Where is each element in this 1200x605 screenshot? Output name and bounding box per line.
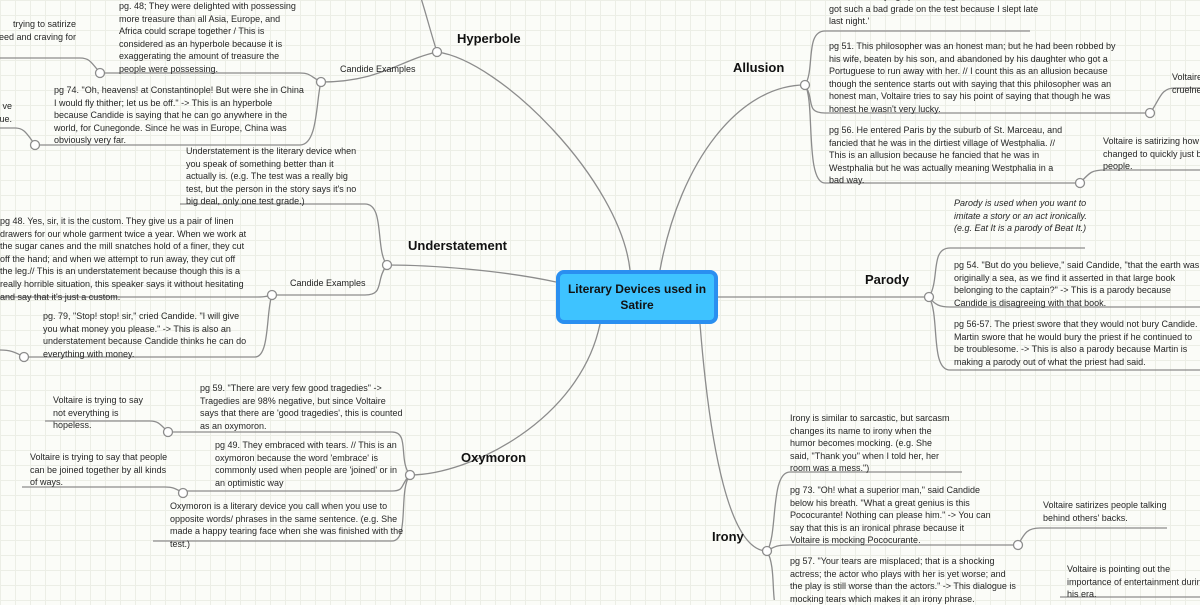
central-topic-label: Literary Devices used in Satire xyxy=(567,282,707,312)
irony-definition[interactable]: Irony is similar to sarcastic, but sarca… xyxy=(790,413,950,474)
hyperbole-example-1[interactable]: pg. 48; They were delighted with possess… xyxy=(119,1,296,74)
central-topic-node[interactable]: Literary Devices used in Satire xyxy=(556,270,718,324)
understatement-example-2[interactable]: pg. 79, "Stop! stop! sir," cried Candide… xyxy=(43,311,247,359)
parody-definition[interactable]: Parody is used when you want to imitate … xyxy=(954,198,1087,234)
hyperbole-candide-examples[interactable]: Candide Examples xyxy=(340,64,416,74)
understatement-definition[interactable]: Understatement is the literary device wh… xyxy=(186,146,357,207)
allusion-example-1[interactable]: pg 51. This philosopher was an honest ma… xyxy=(829,41,1116,114)
allusion-example-1-note[interactable]: Voltaire cruelne xyxy=(1172,72,1200,95)
understatement-candide-examples[interactable]: Candide Examples xyxy=(290,278,366,288)
oxymoron-example-2-note[interactable]: Voltaire is trying to say that people ca… xyxy=(30,452,168,488)
irony-example-1[interactable]: pg 73. "Oh! what a superior man," said C… xyxy=(790,485,991,546)
oxymoron-example-1-note[interactable]: Voltaire is trying to say not everything… xyxy=(53,395,144,431)
branch-allusion[interactable]: Allusion xyxy=(733,60,785,75)
oxymoron-example-2[interactable]: pg 49. They embraced with tears. // This… xyxy=(215,440,398,488)
branch-irony[interactable]: Irony xyxy=(712,529,744,544)
oxymoron-definition[interactable]: Oxymoron is a literary device you call w… xyxy=(170,501,404,549)
oxymoron-example-1[interactable]: pg 59. "There are very few good tragedie… xyxy=(200,383,403,431)
branch-parody[interactable]: Parody xyxy=(865,272,910,287)
understatement-example-1[interactable]: pg 48. Yes, sir, it is the custom. They … xyxy=(0,216,247,302)
allusion-definition[interactable]: allusion of staying up late isn't good, … xyxy=(829,0,1039,27)
branch-understatement[interactable]: Understatement xyxy=(408,238,507,253)
branch-hyperbole[interactable]: Hyperbole xyxy=(457,31,521,46)
irony-example-2-note[interactable]: Voltaire is pointing out the importance … xyxy=(1067,564,1200,600)
parody-example-2[interactable]: pg 56-57. The priest swore that they wou… xyxy=(954,319,1198,367)
irony-example-2[interactable]: pg 57. "Your tears are misplaced; that i… xyxy=(790,556,1016,604)
hyperbole-example-2-note[interactable]: ve ue. xyxy=(0,101,12,124)
hyperbole-example-2[interactable]: pg 74. "Oh, heavens! at Constantinople! … xyxy=(54,85,304,146)
irony-example-1-note[interactable]: Voltaire satirizes people talking behind… xyxy=(1043,500,1167,523)
allusion-example-2[interactable]: pg 56. He entered Paris by the suburb of… xyxy=(829,125,1063,186)
hyperbole-example-1-note[interactable]: trying to satirize eed and craving for xyxy=(0,19,76,42)
allusion-example-2-note[interactable]: Voltaire is satirizing how changed to qu… xyxy=(1103,136,1200,172)
parody-example-1[interactable]: pg 54. "But do you believe," said Candid… xyxy=(954,260,1200,308)
branch-oxymoron[interactable]: Oxymoron xyxy=(461,450,527,465)
